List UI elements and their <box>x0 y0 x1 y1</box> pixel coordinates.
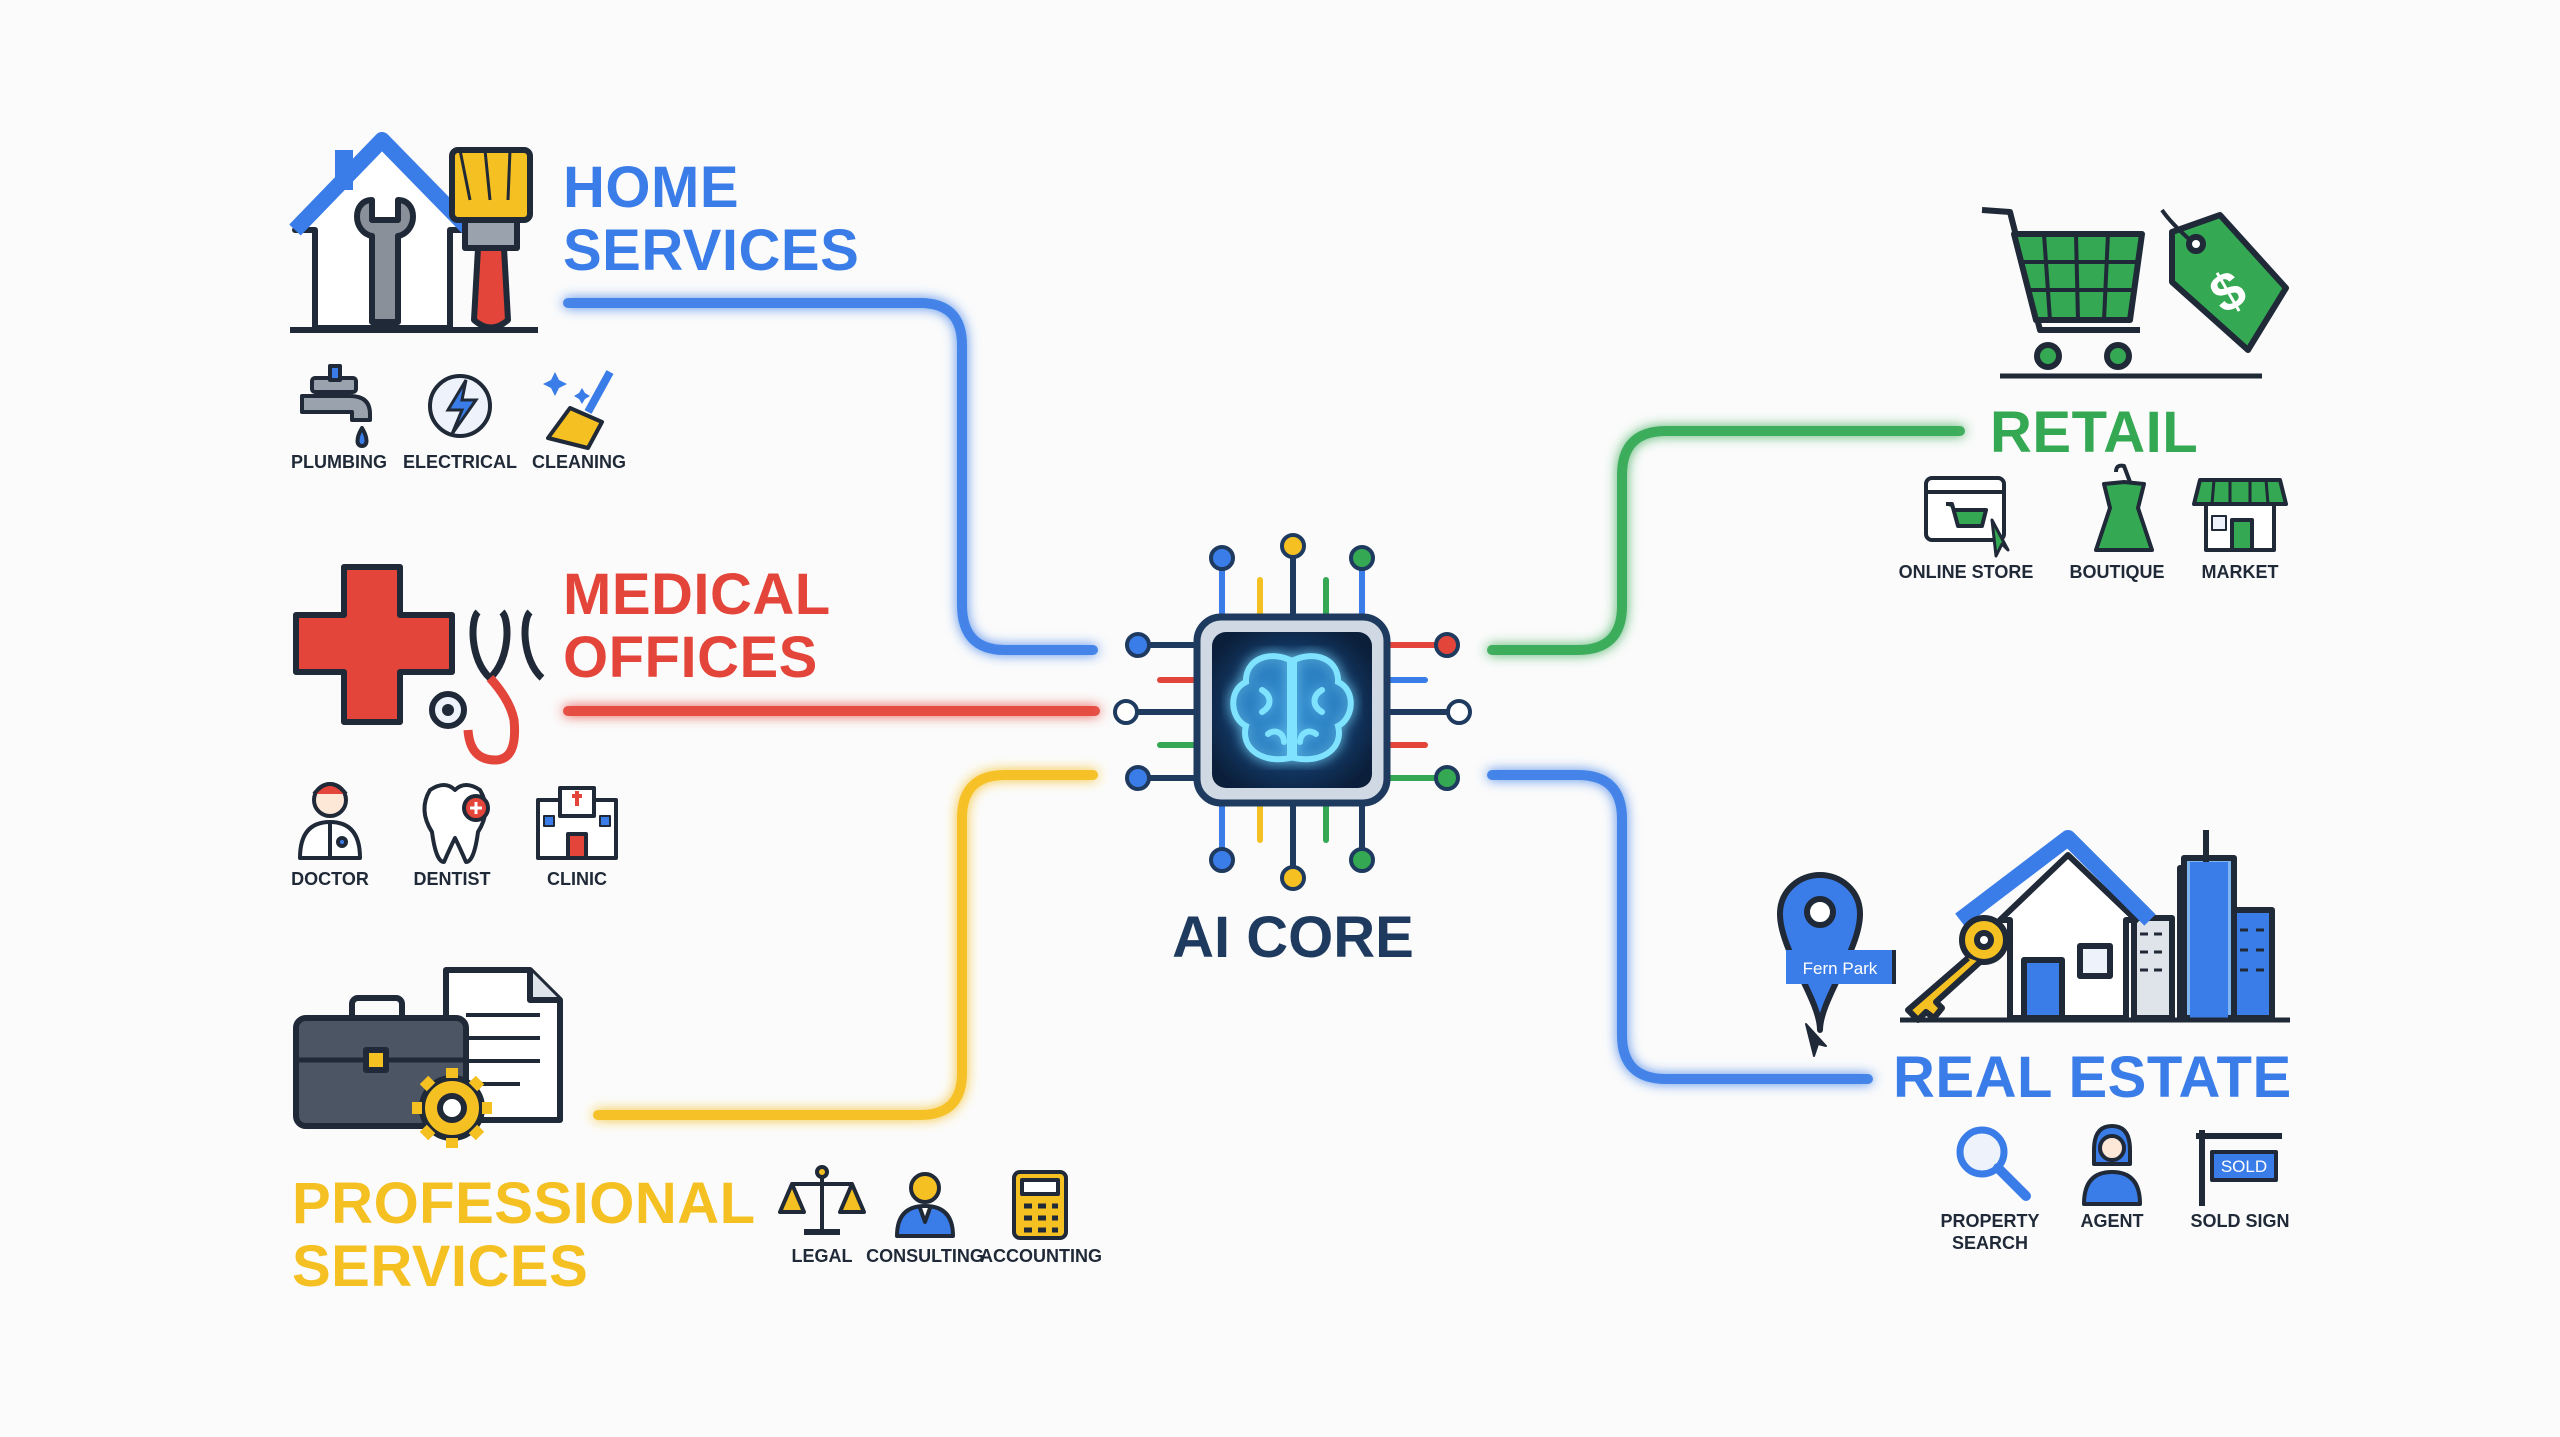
agent-icon <box>2082 1124 2142 1206</box>
circuit-nodes <box>1113 533 1472 891</box>
realestate-connector <box>1487 770 1873 1084</box>
cursor-pointer-icon <box>1805 1023 1827 1057</box>
doctor-label: DOCTOR <box>291 869 369 889</box>
browser-cart-icon <box>1924 476 2010 558</box>
plumbing-label: PLUMBING <box>291 452 387 472</box>
medical-title-line1: MEDICAL <box>563 562 831 627</box>
retail-section: $ RETAIL ONLINE STORE BOUTIQUE MARKET <box>1899 207 2289 582</box>
lightning-icon <box>428 374 492 438</box>
magnifier-icon <box>1956 1126 2031 1201</box>
retail-connector <box>1487 426 1965 655</box>
house-wrench-brush-icon <box>289 132 538 333</box>
boutique-label: BOUTIQUE <box>2069 562 2164 582</box>
house-key-buildings-icon <box>1900 830 2290 1023</box>
clinic-label: CLINIC <box>547 869 607 889</box>
real-estate-section: Fern Park REAL ESTATE PROPERTY SEARCH AG… <box>1777 830 2292 1253</box>
sold-sign-label: SOLD SIGN <box>2190 1211 2289 1231</box>
dentist-label: DENTIST <box>413 869 490 889</box>
briefcase-gear-document-icon <box>293 967 563 1148</box>
online-store-label: ONLINE STORE <box>1899 562 2034 582</box>
accounting-label: ACCOUNTING <box>980 1246 1102 1266</box>
retail-title: RETAIL <box>1990 400 2198 465</box>
medical-title-line2: OFFICES <box>563 625 818 690</box>
ai-core: AI CORE <box>1113 533 1472 970</box>
circuit-traces <box>1125 545 1460 879</box>
home-services-section: HOME SERVICES PLUMBING ELECTRICAL CLEANI… <box>289 132 859 472</box>
property-search-label-line2: SEARCH <box>1952 1233 2028 1253</box>
pin-label-tag <box>1786 950 1894 984</box>
property-search-label-line1: PROPERTY <box>1940 1211 2039 1231</box>
ai-core-label: AI CORE <box>1172 905 1414 970</box>
tooth-icon <box>422 783 490 864</box>
medical-offices-section: MEDICAL OFFICES DOCTOR DENTIST CLINIC <box>291 562 831 889</box>
realestate-title: REAL ESTATE <box>1893 1045 2292 1110</box>
consulting-label: CONSULTING <box>866 1246 984 1266</box>
dress-icon <box>2094 463 2154 552</box>
electrical-label: ELECTRICAL <box>403 452 517 472</box>
medical-cross-stethoscope-icon <box>293 564 545 765</box>
sold-sign-icon: SOLD <box>2196 1130 2282 1206</box>
home-connector <box>563 298 1098 655</box>
agent-label: AGENT <box>2081 1211 2144 1231</box>
market-label: MARKET <box>2202 562 2279 582</box>
faucet-icon <box>300 364 372 448</box>
scales-icon <box>778 1165 866 1235</box>
map-pin-icon: Fern Park <box>1777 872 1896 1057</box>
connectors <box>563 298 1965 1120</box>
professional-connector <box>593 770 1098 1120</box>
home-title-line2: SERVICES <box>563 218 859 283</box>
legal-label: LEGAL <box>792 1246 853 1266</box>
sold-sign-text: SOLD <box>2221 1157 2267 1176</box>
professional-title-line1: PROFESSIONAL <box>292 1171 756 1236</box>
home-title-line1: HOME <box>563 155 739 220</box>
pin-location-label: Fern Park <box>1803 959 1878 978</box>
professional-services-section: PROFESSIONAL SERVICES LEGAL CONSULTING A… <box>292 967 1102 1299</box>
cleaning-label: CLEANING <box>532 452 626 472</box>
professional-title-line2: SERVICES <box>292 1234 588 1299</box>
shopping-cart-price-tag-icon: $ <box>1981 207 2289 379</box>
doctor-icon <box>298 782 362 860</box>
calculator-icon <box>1012 1170 1068 1240</box>
storefront-icon <box>2192 478 2288 552</box>
consultant-icon <box>895 1172 955 1238</box>
clinic-building-icon <box>536 786 618 860</box>
broom-icon <box>543 370 614 450</box>
brain-icon <box>1230 653 1354 763</box>
